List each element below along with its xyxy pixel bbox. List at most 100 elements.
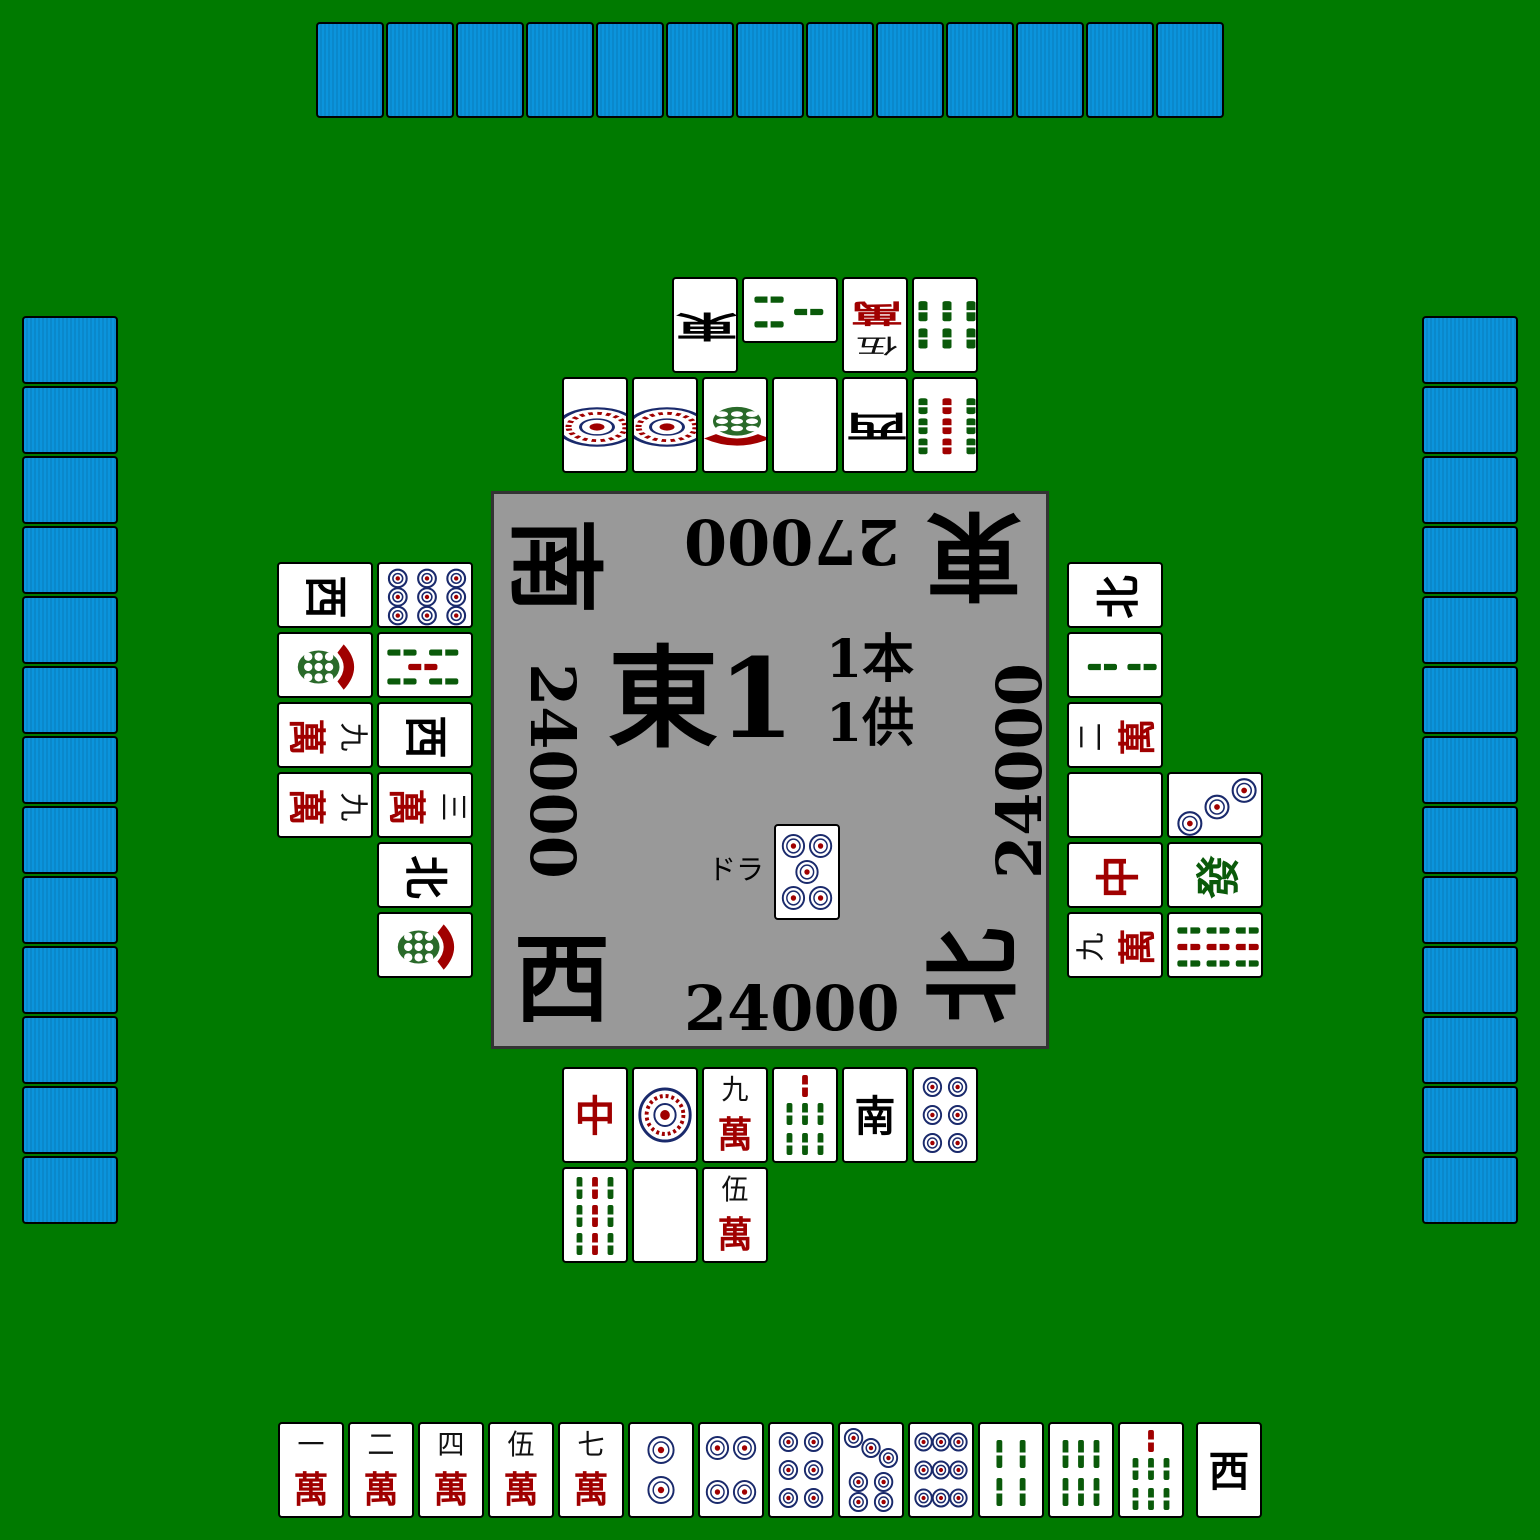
tile-back: [22, 736, 118, 804]
tile-back: [22, 1086, 118, 1154]
discard-tile: 西: [277, 562, 373, 628]
tile-back: [456, 22, 524, 118]
tile-back: [22, 526, 118, 594]
hand-tile[interactable]: [908, 1422, 974, 1518]
tile-back: [1422, 526, 1518, 594]
discard-tile: 九 萬: [277, 702, 373, 768]
discard-tile: 伍 萬: [702, 1167, 768, 1263]
seat-wind-self: 西: [514, 923, 610, 1036]
hand-tile[interactable]: [838, 1422, 904, 1518]
svg-text:萬: 萬: [718, 1114, 753, 1156]
tile-back: [386, 22, 454, 118]
svg-text:七: 七: [577, 1429, 604, 1462]
discard-tile: 發: [1167, 842, 1263, 908]
svg-text:萬: 萬: [574, 1469, 609, 1511]
tile-back: [1422, 666, 1518, 734]
svg-text:九: 九: [337, 723, 371, 752]
tile-back: [22, 456, 118, 524]
discard-tile: 西: [842, 377, 908, 473]
discard-tile: 東: [672, 277, 738, 373]
discard-tile: [377, 562, 473, 628]
tile-back: [596, 22, 664, 118]
seat-wind-right: 北: [917, 928, 1030, 1024]
svg-text:萬: 萬: [504, 1469, 539, 1511]
discard-tile: [1067, 772, 1163, 838]
hand-tile[interactable]: 一 萬: [278, 1422, 344, 1518]
tile-back: [1422, 316, 1518, 384]
hand-tile[interactable]: 伍 萬: [488, 1422, 554, 1518]
tile-back: [526, 22, 594, 118]
svg-text:西: 西: [1209, 1446, 1250, 1496]
svg-text:二: 二: [1073, 723, 1107, 752]
svg-text:二: 二: [367, 1429, 394, 1462]
discard-tile: [702, 377, 768, 473]
svg-text:萬: 萬: [385, 788, 429, 825]
seat-wind-left: 南: [498, 518, 611, 614]
svg-text:西: 西: [845, 408, 908, 443]
svg-text:東: 東: [675, 308, 738, 343]
tile-back: [1422, 386, 1518, 454]
tile-back: [22, 876, 118, 944]
svg-text:九: 九: [337, 793, 371, 822]
tile-back: [1422, 1156, 1518, 1224]
svg-text:北: 北: [399, 855, 450, 899]
discard-tile: [912, 277, 978, 373]
discard-tile: [562, 1167, 628, 1263]
discard-tile: [772, 377, 838, 473]
hand-tile[interactable]: 七 萬: [558, 1422, 624, 1518]
hand-tile[interactable]: [768, 1422, 834, 1518]
svg-text:中: 中: [575, 1091, 616, 1141]
tile-back: [1422, 736, 1518, 804]
hand-tile[interactable]: [978, 1422, 1044, 1518]
discard-tile: 三 萬: [377, 772, 473, 838]
tile-back: [1422, 946, 1518, 1014]
discard-tile: [912, 1067, 978, 1163]
hand-tile[interactable]: 四 萬: [418, 1422, 484, 1518]
svg-text:四: 四: [437, 1429, 464, 1462]
discard-tile: [277, 632, 373, 698]
tile-back: [22, 316, 118, 384]
hand-tile[interactable]: [1118, 1422, 1184, 1518]
tile-back: [736, 22, 804, 118]
tile-back: [316, 22, 384, 118]
discard-tile: 九 萬: [277, 772, 373, 838]
discard-tile: [1067, 632, 1163, 698]
discard-tile: [1167, 772, 1263, 838]
tile-back: [22, 1156, 118, 1224]
tile-back: [22, 596, 118, 664]
tile-back: [22, 666, 118, 734]
hand-tile-drawn[interactable]: 西: [1196, 1422, 1262, 1518]
tile-back: [22, 946, 118, 1014]
tile-back: [1422, 1016, 1518, 1084]
discard-tile: 西: [377, 702, 473, 768]
seat-wind-top: 東: [926, 498, 1022, 611]
discard-tile: [772, 1067, 838, 1163]
center-info-panel: 東 27000 南 24000 北 24000 西 24000 東1 1本 1供…: [491, 491, 1056, 1049]
tile-back: [22, 1016, 118, 1084]
tile-back: [876, 22, 944, 118]
discard-tile: 北: [1067, 562, 1163, 628]
score-right: 24000: [982, 663, 1056, 879]
svg-text:北: 北: [1093, 575, 1144, 619]
round-indicator: 東1: [608, 634, 795, 763]
discard-tile: [1167, 912, 1263, 978]
svg-text:九: 九: [1073, 933, 1107, 962]
score-left: 24000: [515, 663, 589, 879]
discard-tile: [632, 377, 698, 473]
svg-text:九: 九: [721, 1074, 748, 1107]
hand-tile[interactable]: 二 萬: [348, 1422, 414, 1518]
svg-text:西: 西: [399, 715, 450, 758]
svg-text:萬: 萬: [850, 298, 904, 329]
riichi-stick-counter: 1供: [826, 693, 915, 754]
hand-tile[interactable]: [1048, 1422, 1114, 1518]
svg-text:萬: 萬: [285, 788, 329, 825]
svg-text:伍: 伍: [856, 334, 898, 358]
hand-tile[interactable]: [628, 1422, 694, 1518]
tile-back: [1086, 22, 1154, 118]
svg-text:南: 南: [855, 1091, 896, 1141]
discard-tile: 九 萬: [1067, 912, 1163, 978]
tile-back: [806, 22, 874, 118]
hand-tile[interactable]: [698, 1422, 764, 1518]
discard-tile: [632, 1167, 698, 1263]
